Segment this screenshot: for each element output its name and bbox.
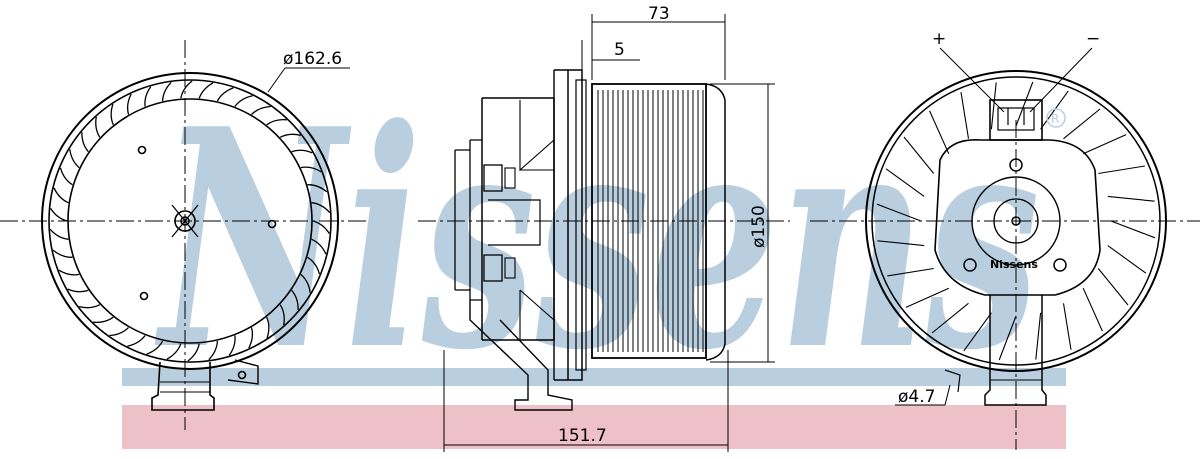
motor-rib: [1107, 245, 1147, 274]
motor-rib: [1040, 90, 1069, 130]
impeller-blade: [127, 335, 146, 347]
motor-rib: [887, 267, 934, 277]
motor-rib: [929, 110, 950, 155]
motor-rib: [931, 302, 969, 334]
impeller-blade: [266, 118, 287, 126]
motor-rib: [998, 315, 1017, 361]
impeller-blade: [307, 184, 328, 193]
impeller-blade: [79, 304, 101, 309]
impeller-blade: [248, 327, 254, 349]
blower-side-view: [418, 14, 790, 452]
impeller-blade: [311, 238, 327, 255]
motor-rib: [1035, 312, 1042, 360]
motor-rib: [877, 240, 925, 247]
motor-rib: [1015, 81, 1034, 127]
motor-rib: [1110, 220, 1156, 239]
impeller-blade: [198, 82, 214, 99]
motor-brand-label: Nissens: [990, 258, 1038, 271]
impeller-blade: [69, 149, 80, 169]
impeller-blade: [109, 327, 129, 337]
watermark-band-pink: [122, 405, 1066, 449]
motor-rib: [1098, 165, 1145, 175]
impeller-blade: [228, 335, 236, 356]
terminal-positive-label: +: [932, 29, 946, 49]
impeller-blade: [166, 343, 182, 360]
impeller-blade: [300, 166, 322, 173]
impeller-blade: [146, 340, 164, 355]
terminal-negative-label: −: [1086, 29, 1100, 49]
dim-total-depth: 151.7: [558, 426, 607, 446]
impeller-blade: [291, 289, 299, 310]
impeller-blade: [307, 256, 321, 275]
impeller-blade: [59, 167, 73, 186]
motor-rib: [903, 136, 935, 174]
impeller-blade: [95, 116, 101, 138]
motor-rib: [885, 168, 925, 197]
impeller-blade: [187, 343, 200, 362]
motor-rib: [1062, 303, 1072, 350]
motor-rib: [990, 82, 997, 130]
watermark-band-blue: [122, 368, 1066, 386]
impeller-blade: [126, 93, 132, 115]
watermark-text: Nissens: [154, 63, 1040, 416]
dim-motor-diameter: ø150: [749, 205, 769, 248]
impeller-blade: [291, 149, 313, 154]
motor-rib: [1082, 134, 1127, 155]
impeller-blade: [279, 304, 285, 326]
impeller-blade: [67, 288, 89, 293]
impeller-blade: [58, 269, 80, 276]
motor-rib: [905, 287, 950, 308]
impeller-blade: [180, 80, 193, 99]
impeller-blade: [216, 87, 234, 102]
motor-rib: [960, 92, 970, 139]
dim-hole-diameter: ø4.7: [898, 387, 935, 407]
dim-fan-diameter: ø162.6: [283, 49, 342, 69]
registered-mark-circle: [1046, 108, 1066, 128]
impeller-blade: [53, 187, 69, 204]
motor-rib: [1097, 268, 1129, 306]
impeller-blade: [279, 133, 301, 138]
motor-rib: [1063, 108, 1101, 140]
impeller-blade: [110, 103, 114, 126]
impeller-blade: [81, 132, 89, 153]
motor-rib: [876, 203, 922, 222]
motor-rear-view: [810, 47, 1200, 450]
impeller-blade: [311, 202, 331, 214]
impeller-blade: [144, 86, 152, 107]
motor-rib: [963, 312, 992, 352]
impeller-blade: [50, 208, 68, 222]
impeller-front-view: [0, 40, 370, 430]
dim-width: 73: [648, 4, 670, 24]
dim-offset: 5: [614, 40, 625, 60]
impeller-blade: [312, 220, 330, 234]
impeller-blade: [161, 81, 172, 102]
registered-mark: R: [1051, 112, 1059, 126]
impeller-blade: [251, 105, 271, 115]
impeller-blade: [208, 340, 219, 361]
impeller-blade: [234, 95, 253, 107]
impeller-blade: [300, 273, 311, 293]
impeller-blade: [266, 316, 270, 339]
impeller-blade: [52, 249, 73, 258]
impeller-blade: [93, 316, 114, 324]
impeller-blade: [49, 228, 69, 240]
motor-rib: [1082, 287, 1103, 332]
motor-rib: [1107, 195, 1155, 202]
